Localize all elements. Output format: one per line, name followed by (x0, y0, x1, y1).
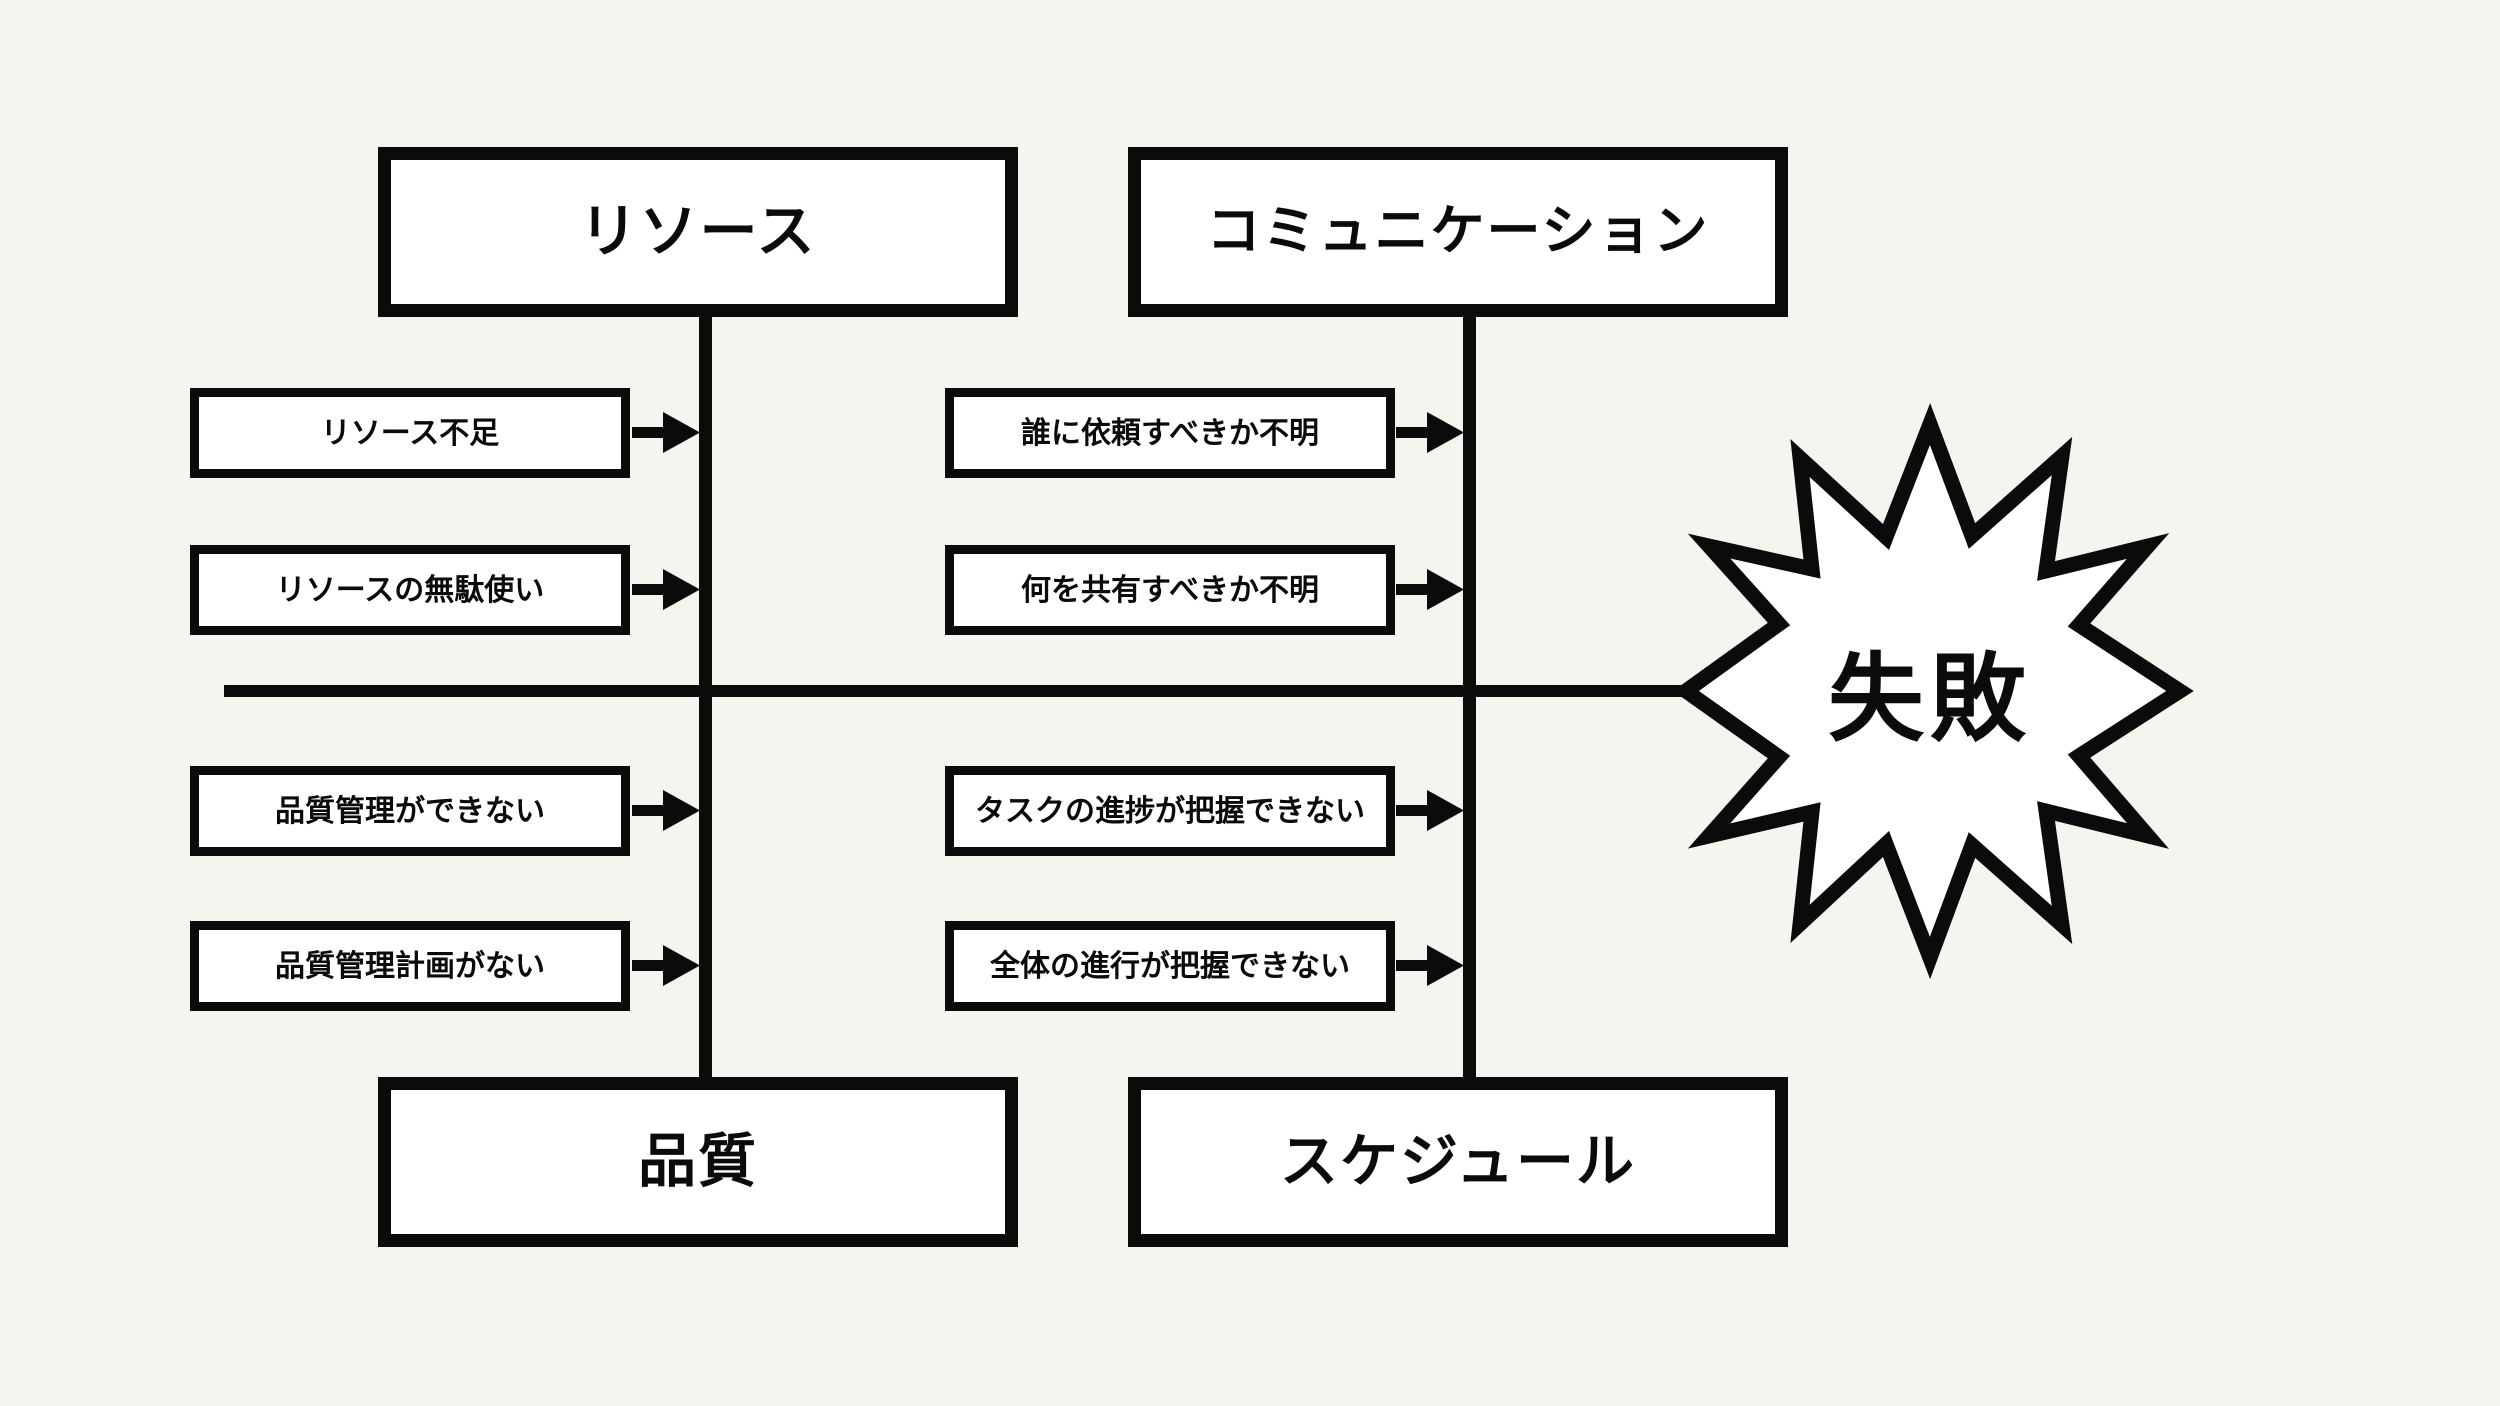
arrow-resource-cause-1 (632, 412, 700, 453)
spine-line (224, 685, 1686, 697)
cause-box-resource-1[interactable]: リソース不足 (190, 388, 630, 478)
category-box-quality[interactable]: 品質 (378, 1077, 1018, 1247)
arrow-resource-cause-2 (632, 569, 700, 610)
cause-label-resource-2: リソースの無駄使い (275, 573, 545, 607)
arrow-communication-cause-1 (1396, 412, 1464, 453)
arrow-quality-cause-2 (632, 945, 700, 986)
category-label-resource: リソース (579, 199, 817, 265)
effect-starburst-shape (1673, 402, 2194, 980)
cause-label-schedule-2: 全体の進行が把握できない (990, 949, 1350, 983)
cause-label-resource-1: リソース不足 (320, 416, 500, 450)
category-box-communication[interactable]: コミュニケーション (1128, 147, 1788, 317)
cause-label-quality-1: 品質管理ができない (275, 794, 545, 828)
arrow-quality-cause-1 (632, 790, 700, 831)
cause-box-resource-2[interactable]: リソースの無駄使い (190, 545, 630, 635)
cause-box-communication-1[interactable]: 誰に依頼すべきか不明 (945, 388, 1395, 478)
category-label-quality: 品質 (637, 1129, 758, 1195)
cause-box-communication-2[interactable]: 何を共有すべきか不明 (945, 545, 1395, 635)
branch-line-left (699, 317, 712, 1077)
cause-box-quality-2[interactable]: 品質管理計画がない (190, 921, 630, 1011)
cause-box-schedule-1[interactable]: タスクの進捗が把握できない (945, 766, 1395, 856)
cause-label-quality-2: 品質管理計画がない (275, 949, 545, 983)
cause-label-communication-1: 誰に依頼すべきか不明 (1021, 416, 1319, 450)
cause-label-communication-2: 何を共有すべきか不明 (1021, 573, 1319, 607)
arrow-communication-cause-2 (1396, 569, 1464, 610)
category-box-schedule[interactable]: スケジュール (1128, 1077, 1788, 1247)
cause-box-quality-1[interactable]: 品質管理ができない (190, 766, 630, 856)
arrow-schedule-cause-1 (1396, 790, 1464, 831)
category-box-resource[interactable]: リソース (378, 147, 1018, 317)
branch-line-right (1463, 317, 1476, 1077)
cause-label-schedule-1: タスクの進捗が把握できない (975, 794, 1365, 828)
arrow-schedule-cause-2 (1396, 945, 1464, 986)
cause-box-schedule-2[interactable]: 全体の進行が把握できない (945, 921, 1395, 1011)
category-label-schedule: スケジュール (1280, 1129, 1636, 1195)
category-label-communication: コミュニケーション (1206, 201, 1710, 262)
